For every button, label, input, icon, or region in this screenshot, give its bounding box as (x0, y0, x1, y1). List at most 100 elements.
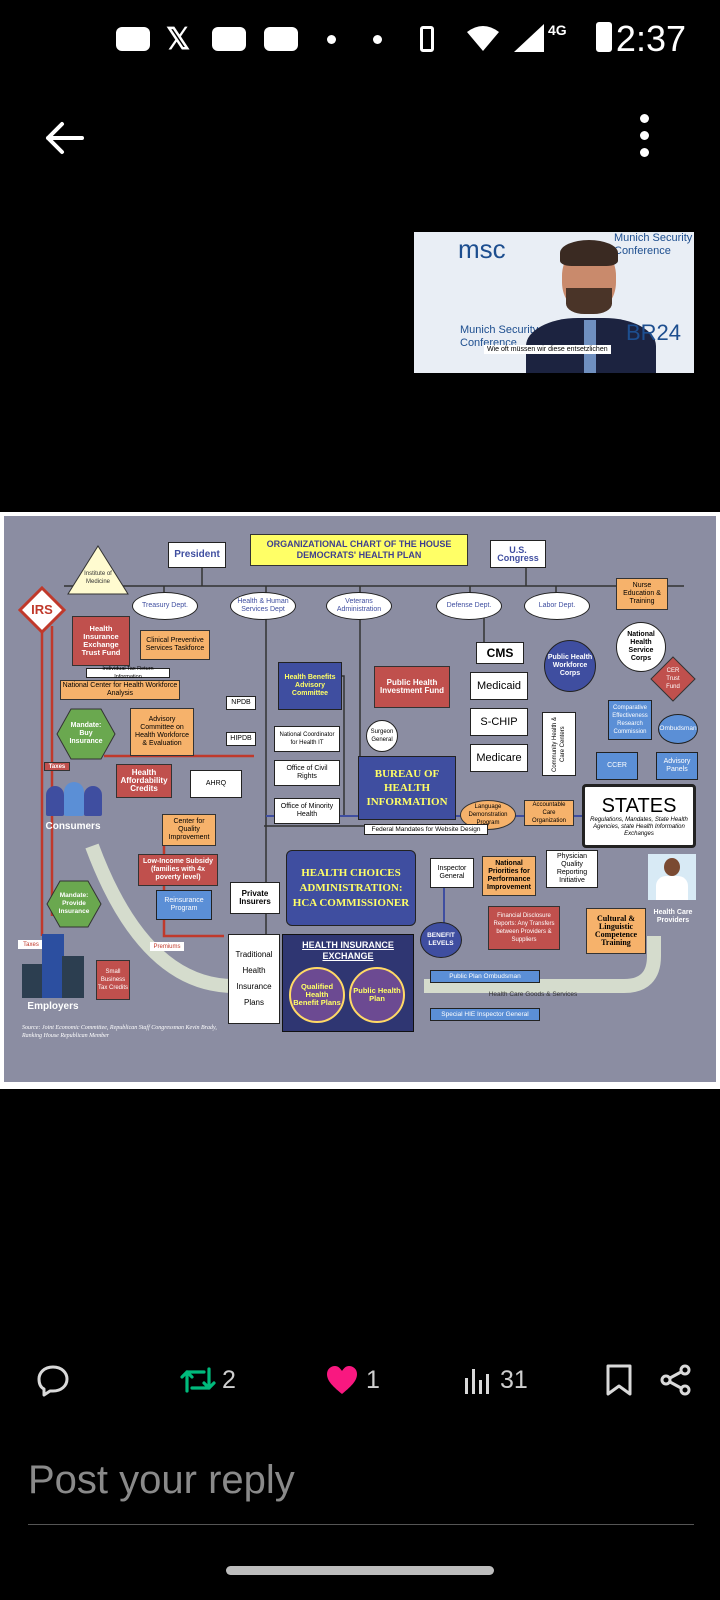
more-options-icon[interactable] (638, 114, 650, 162)
cer-fund-label: CER Trust Fund (666, 668, 680, 690)
schip-box: S-CHIP (470, 708, 528, 736)
cms-box: CMS (476, 642, 524, 664)
veterans-oval: Veterans Administration (326, 592, 392, 620)
back-arrow-icon[interactable] (42, 116, 86, 160)
network-label: 4G (548, 22, 567, 38)
advisory-panels-box: Advisory Panels (656, 752, 698, 780)
treasury-oval: Treasury Dept. (132, 592, 198, 620)
mandate-buy-hexagon (56, 708, 116, 760)
x-icon: 𝕏 (166, 23, 191, 56)
chart-title: ORGANIZATIONAL CHART OF THE HOUSE DEMOCR… (250, 534, 468, 566)
hhs-oval: Health & Human Services Dept (230, 592, 296, 620)
video-caption: Wie oft müssen wir diese entsetzlichen (484, 345, 611, 354)
repost-icon (180, 1367, 216, 1393)
nchit-box: National Coordinator for Health IT (274, 726, 340, 752)
bookmark-icon (606, 1364, 632, 1396)
heart-icon (327, 1366, 357, 1394)
medicare-box: Medicare (470, 744, 528, 772)
mandate-buy-label: Mandate: Buy Insurance (69, 722, 103, 745)
financial-box: Financial Disclosure Reports: Any Transf… (488, 906, 560, 950)
share-icon (660, 1364, 691, 1396)
congress-box: U.S. Congress (490, 540, 546, 568)
consumers-label: Consumers (45, 821, 101, 832)
employers-icon (22, 934, 84, 998)
hac-box: Health Affordability Credits (116, 764, 172, 798)
surgeon-circle: Surgeon General (366, 720, 398, 752)
cer-commission-box: Comparative Effectiveness Research Commi… (608, 700, 652, 740)
bookmark-action[interactable] (606, 1360, 632, 1400)
repost-action[interactable]: 2 (180, 1360, 236, 1400)
repost-count: 2 (222, 1365, 236, 1394)
hie-ig-box: Special HIE Inspector General (430, 1008, 540, 1021)
qhbp-circle: Qualified Health Benefit Plans (289, 967, 345, 1023)
states-title: STATES (601, 794, 677, 817)
npp-box: National Priorities for Performance Impr… (482, 856, 536, 896)
pqri-box: Physician Quality Reporting Initiative (546, 850, 598, 888)
reply-divider (28, 1524, 694, 1525)
ig-box: Inspector General (430, 858, 474, 888)
goods-label: Health Care Goods & Services (488, 991, 578, 998)
institute-triangle (67, 545, 129, 595)
views-icon (465, 1369, 489, 1394)
status-bar: 𝕏 4G 2:37 (0, 0, 720, 84)
ombudsman-oval: Ombudsman (658, 714, 698, 744)
institute-label: Institute of Medicine (84, 571, 112, 585)
clock: 2:37 (615, 18, 686, 59)
ombuds-pub-box: Public Plan Ombudsman (430, 970, 540, 983)
defense-oval: Defense Dept. (436, 592, 502, 620)
views-count: 31 (500, 1365, 528, 1394)
states-subtitle: Regulations, Mandates, State Health Agen… (590, 816, 688, 837)
consumers-icon (42, 778, 108, 818)
chart-background: ORGANIZATIONAL CHART OF THE HOUSE DEMOCR… (4, 516, 716, 1082)
states-box: STATES Regulations, Mandates, State Heal… (582, 784, 696, 848)
employers-label: Employers (27, 1001, 79, 1012)
aco-box: Accountable Care Organization (524, 800, 574, 826)
labor-oval: Labor Dept. (524, 592, 590, 620)
low-income-box: Low-Income Subsidy (families with 4x pov… (138, 854, 218, 886)
reply-input[interactable]: Post your reply (28, 1458, 295, 1502)
small-biz-box: Small Business Tax Credits (96, 960, 130, 1000)
nhsc-circle: National Health Service Corps (616, 622, 666, 672)
hipdb-box: HIPDB (226, 732, 256, 746)
reply-icon (37, 1365, 69, 1397)
reply-action[interactable] (36, 1360, 70, 1400)
irs-diamond (18, 586, 66, 634)
hca-box: HEALTH CHOICES ADMINISTRATION: HCA COMMI… (286, 850, 416, 926)
views-action[interactable]: 31 (464, 1360, 528, 1400)
hbac-box: Health Benefits Advisory Committee (278, 662, 342, 710)
share-action[interactable] (660, 1360, 692, 1400)
phif-box: Public Health Investment Fund (374, 666, 450, 708)
dot-icon (327, 35, 336, 44)
medicaid-box: Medicaid (470, 672, 528, 700)
npdb-box: NPDB (226, 696, 256, 710)
source-note: Source: Joint Economic Committee, Republ… (22, 1025, 217, 1039)
battery-icon (596, 22, 612, 52)
doctor-icon (648, 854, 696, 900)
benefit-circle: BENEFIT LEVELS (420, 922, 462, 958)
video-player[interactable]: msc Munich Security Conference Munich Se… (414, 232, 694, 373)
president-box: President (168, 542, 226, 568)
cer-fund-diamond (650, 656, 696, 702)
ncwa-box: National Center for Health Workforce Ana… (60, 680, 180, 700)
advisory-box: Advisory Committee on Health Workforce &… (130, 708, 194, 756)
ccer-box: CCER (596, 752, 638, 780)
org-chart-image[interactable]: ORGANIZATIONAL CHART OF THE HOUSE DEMOCR… (0, 512, 720, 1089)
tax-return-box: Individual Tax Return Information (86, 666, 170, 680)
like-action[interactable]: 1 (326, 1360, 380, 1400)
signal-icon (514, 24, 544, 52)
youtube-icon (264, 27, 298, 51)
like-count: 1 (366, 1365, 380, 1394)
youtube-icon (116, 27, 150, 51)
home-indicator[interactable] (226, 1566, 494, 1575)
ahrq-box: AHRQ (190, 770, 242, 798)
omh-box: Office of Minority Health (274, 798, 340, 824)
traditional-box: Traditional Health Insurance Plans (228, 934, 280, 1024)
msc-logo: msc (458, 234, 506, 265)
php-circle: Public Health Plan (349, 967, 405, 1023)
fed-web-box: Federal Mandates for Website Design (364, 824, 488, 835)
reinsurance-box: Reinsurance Program (156, 890, 212, 920)
cultural-box: Cultural & Linguistic Competence Trainin… (586, 908, 646, 954)
conference-label-top: Munich Security Conference (614, 232, 693, 257)
wifi-icon (467, 26, 499, 51)
ocr-box: Office of Civil Rights (274, 760, 340, 786)
